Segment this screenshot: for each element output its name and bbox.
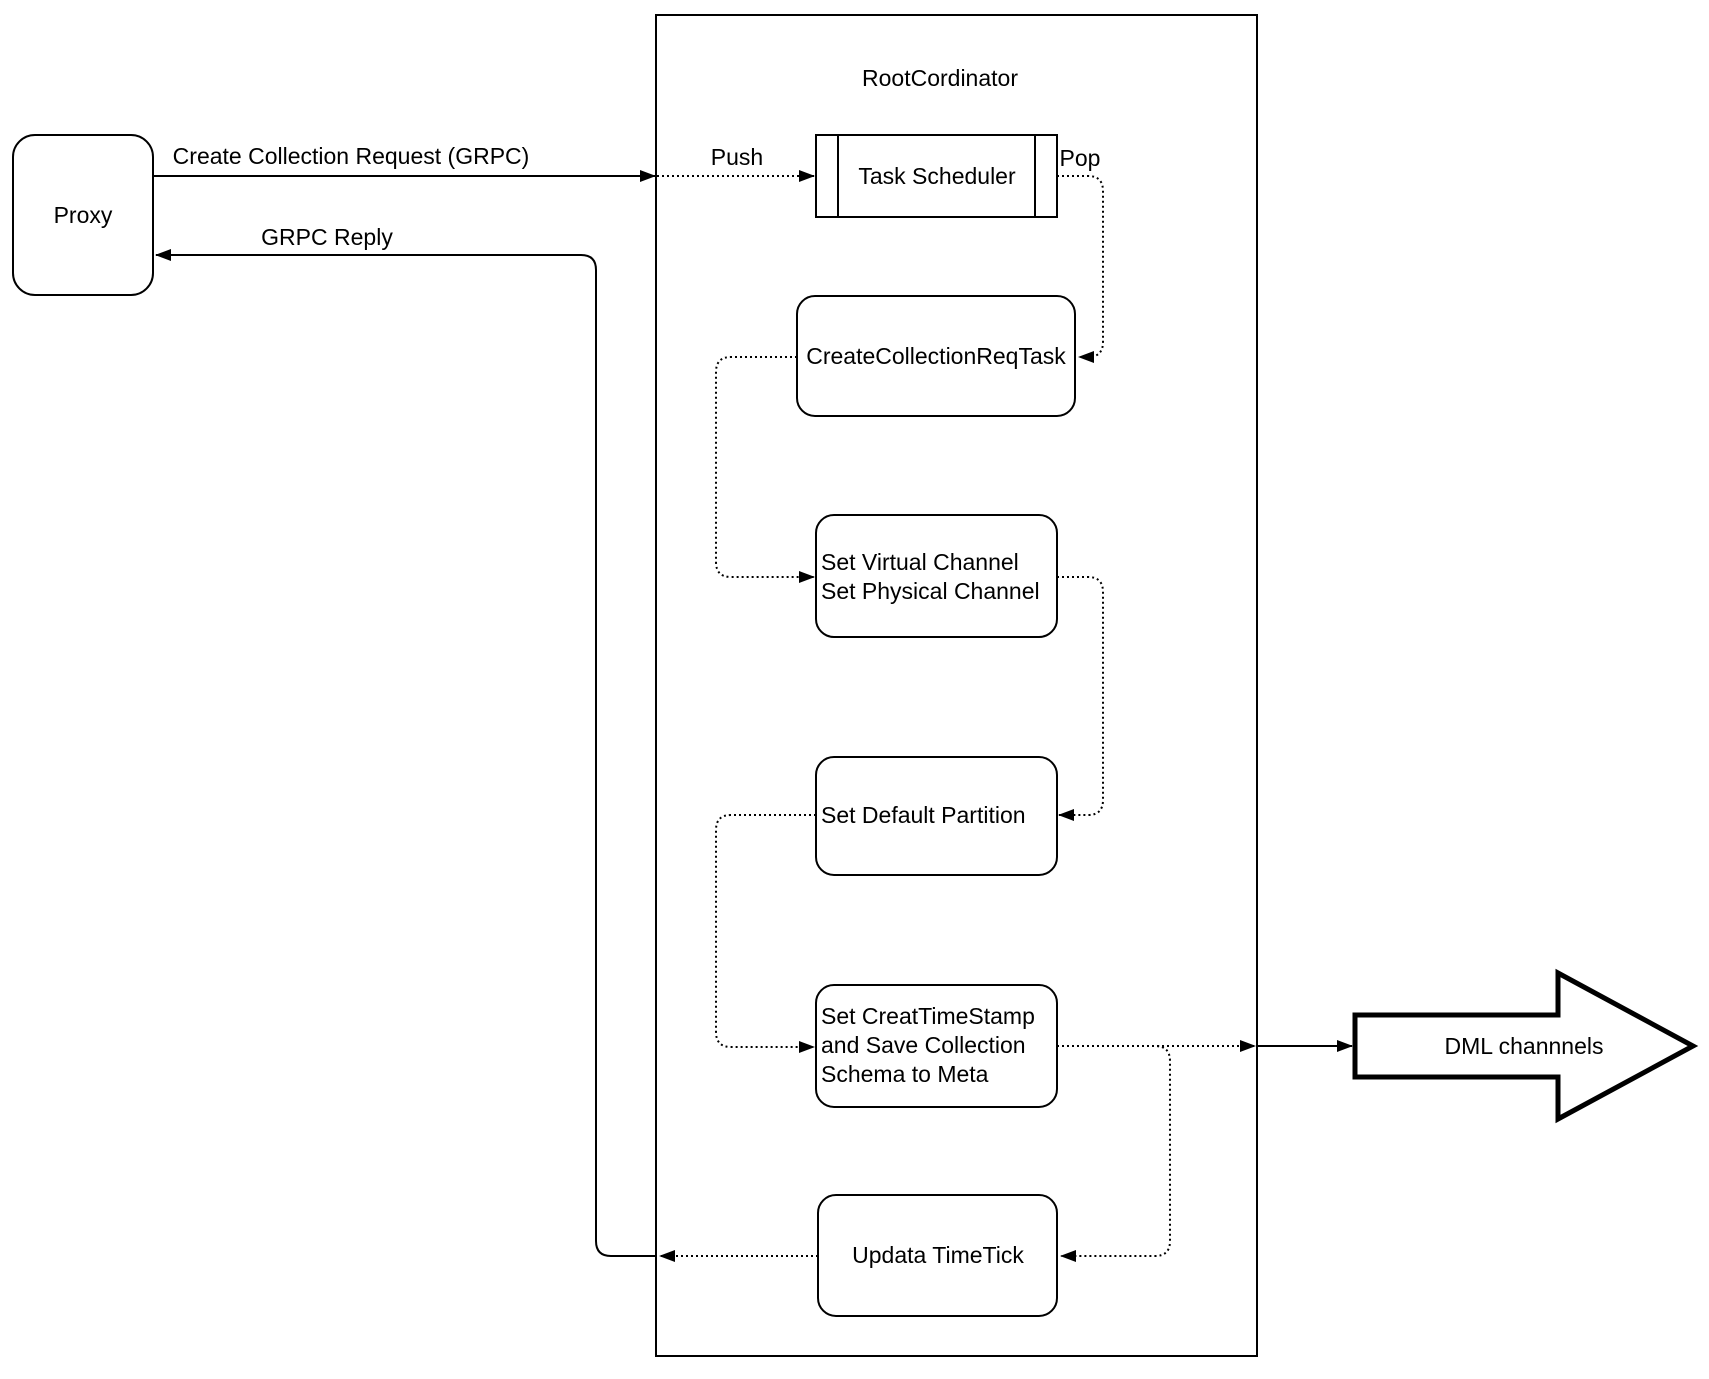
task-scheduler-label: Task Scheduler [858,163,1016,189]
edge-setchannels-to-partition [1057,576,1104,821]
set-default-partition-label: Set Default Partition [821,802,1026,828]
reply-arrow [155,249,657,1257]
edge-partition-to-timestamp [715,814,816,1053]
proxy-node [12,134,154,296]
set-channels-line-1: Set Virtual Channel [821,549,1019,575]
reply-arrow-label: GRPC Reply [261,224,393,250]
root-coordinator-container [655,14,1258,1357]
set-channels-line-2: Set Physical Channel [821,578,1040,604]
set-timestamp-line-2: and Save Collection [821,1032,1026,1058]
update-timetick-node: Updata TimeTick [817,1194,1058,1317]
edge-timestamp-to-timetick [1057,1045,1171,1262]
pop-edge [1057,175,1104,363]
set-timestamp-line-1: Set CreatTimeStamp [821,1003,1035,1029]
root-coordinator-title: RootCordinator [862,65,1018,91]
create-collection-req-task-label: CreateCollectionReqTask [806,343,1066,369]
dml-channels-node: DML channnels [1352,968,1699,1124]
set-default-partition-node: Set Default Partition [815,756,1058,876]
edge-reqtask-to-setchannels [715,356,815,583]
dml-arrow-shape [1352,968,1699,1124]
request-arrow-label: Create Collection Request (GRPC) [173,143,530,169]
proxy-label: Proxy [54,202,113,228]
push-edge-label: Push [711,144,763,170]
set-timestamp-line-3: Schema to Meta [821,1061,989,1087]
update-timetick-label: Updata TimeTick [852,1242,1024,1268]
set-timestamp-node: Set CreatTimeStamp and Save Collection S… [815,984,1058,1108]
dml-channels-label: DML channnels [1445,1033,1604,1059]
set-channels-node: Set Virtual Channel Set Physical Channel [815,514,1058,638]
task-scheduler-node: Task Scheduler [815,134,1058,218]
pop-edge-label: Pop [1060,145,1101,171]
